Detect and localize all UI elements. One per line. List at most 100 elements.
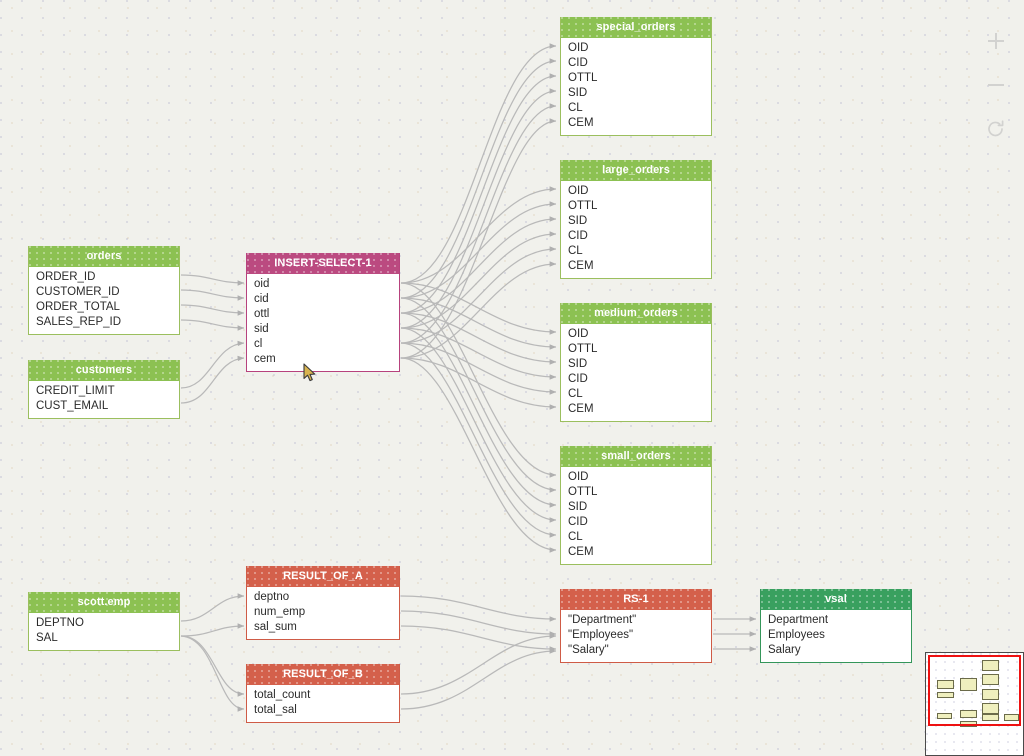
- reset-view-icon[interactable]: [978, 106, 1014, 150]
- minimap-node: [937, 692, 954, 698]
- column-row[interactable]: cem: [254, 353, 276, 365]
- column-row[interactable]: total_sal: [254, 704, 297, 716]
- node-columns-special_orders: OID CID OTTL SID CL CEM: [561, 38, 711, 135]
- column-row[interactable]: ORDER_ID: [36, 271, 96, 283]
- column-row[interactable]: cid: [254, 293, 269, 305]
- column-row[interactable]: SAL: [36, 632, 58, 644]
- column-row[interactable]: ottl: [254, 308, 270, 320]
- column-row[interactable]: oid: [254, 278, 270, 290]
- minimap-background: [926, 653, 1023, 755]
- minimap-node: [1004, 714, 1019, 721]
- column-row[interactable]: CID: [568, 373, 588, 385]
- column-row[interactable]: SID: [568, 358, 588, 370]
- minimap-node: [982, 714, 999, 721]
- column-row[interactable]: cl: [254, 338, 263, 350]
- node-title-large_orders: large_orders: [561, 160, 711, 181]
- node-rs-1[interactable]: RS-1"Department""Employees""Salary": [560, 589, 712, 663]
- column-row[interactable]: CUST_EMAIL: [36, 400, 109, 412]
- column-row[interactable]: OTTL: [568, 486, 598, 498]
- column-row[interactable]: total_count: [254, 689, 311, 701]
- zoom-out-icon[interactable]: [978, 62, 1014, 106]
- column-row[interactable]: CID: [568, 516, 588, 528]
- column-row[interactable]: CEM: [568, 546, 594, 558]
- zoom-in-icon[interactable]: [978, 18, 1014, 62]
- column-row[interactable]: CREDIT_LIMIT: [36, 385, 115, 397]
- minimap-viewport-frame[interactable]: [928, 655, 1021, 726]
- column-row[interactable]: Employees: [768, 629, 825, 641]
- node-columns-result_of_b: total_count total_sal: [247, 685, 399, 722]
- column-row[interactable]: num_emp: [254, 606, 306, 618]
- column-row[interactable]: SID: [568, 501, 588, 513]
- column-row[interactable]: OID: [568, 471, 589, 483]
- column-row[interactable]: SID: [568, 87, 588, 99]
- column-row[interactable]: CL: [568, 388, 583, 400]
- column-row[interactable]: deptno: [254, 591, 290, 603]
- minimap-node: [982, 660, 999, 671]
- minimap-node: [960, 678, 977, 691]
- column-row[interactable]: SALES_REP_ID: [36, 316, 122, 328]
- minimap-node: [982, 703, 999, 714]
- canvas-toolbar: [978, 18, 1014, 150]
- column-row[interactable]: OID: [568, 42, 589, 54]
- column-row[interactable]: Salary: [768, 644, 801, 656]
- column-row[interactable]: CID: [568, 57, 588, 69]
- node-columns-insert-select-1: oid cid ottl sid cl cem: [247, 274, 399, 371]
- column-row[interactable]: CL: [568, 531, 583, 543]
- column-row[interactable]: OTTL: [568, 200, 598, 212]
- column-row[interactable]: CID: [568, 230, 588, 242]
- node-title-small_orders: small_orders: [561, 446, 711, 467]
- node-insert-select-1[interactable]: INSERT-SELECT-1 oid cid ottl sid cl cem: [246, 253, 400, 372]
- node-columns-small_orders: OID OTTL SID CID CL CEM: [561, 467, 711, 564]
- column-row[interactable]: Department: [768, 614, 829, 626]
- column-row[interactable]: CL: [568, 245, 583, 257]
- column-row[interactable]: sal_sum: [254, 621, 297, 633]
- node-title-special_orders: special_orders: [561, 17, 711, 38]
- column-row[interactable]: CEM: [568, 403, 594, 415]
- node-title-orders: orders: [29, 246, 179, 267]
- column-row[interactable]: "Salary": [568, 644, 609, 656]
- minimap-node: [937, 680, 954, 689]
- column-row[interactable]: OTTL: [568, 72, 598, 84]
- column-row[interactable]: SID: [568, 215, 588, 227]
- minimap-node: [982, 674, 999, 685]
- minimap[interactable]: [925, 652, 1024, 756]
- column-row[interactable]: ORDER_TOTAL: [36, 301, 120, 313]
- node-columns-medium_orders: OID OTTL SID CID CL CEM: [561, 324, 711, 421]
- column-row[interactable]: OID: [568, 185, 589, 197]
- column-row[interactable]: CEM: [568, 117, 594, 129]
- node-title-insert-select-1: INSERT-SELECT-1: [247, 253, 399, 274]
- column-row[interactable]: "Department": [568, 614, 637, 626]
- node-title-medium_orders: medium_orders: [561, 303, 711, 324]
- node-result_of_b[interactable]: RESULT_OF_B total_count total_sal: [246, 664, 400, 723]
- node-columns-orders: ORDER_ID CUSTOMER_ID ORDER_TOTAL SALES_REP_…: [29, 267, 179, 334]
- node-title-result_of_a: RESULT_OF_A: [247, 566, 399, 587]
- minimap-node: [960, 710, 977, 718]
- column-row[interactable]: sid: [254, 323, 269, 335]
- column-row[interactable]: DEPTNO: [36, 617, 84, 629]
- minimap-node: [982, 689, 999, 700]
- node-title-vsal: vsal: [761, 589, 911, 610]
- column-row[interactable]: CEM: [568, 260, 594, 272]
- node-columns-customers: CREDIT_LIMIT CUST_EMAIL: [29, 381, 179, 418]
- node-title-customers: customers: [29, 360, 179, 381]
- node-columns-scott_emp: DEPTNO SAL: [29, 613, 179, 650]
- column-row[interactable]: CUSTOMER_ID: [36, 286, 120, 298]
- node-title-result_of_b: RESULT_OF_B: [247, 664, 399, 685]
- column-row[interactable]: "Employees": [568, 629, 634, 641]
- node-columns-large_orders: OID OTTL SID CID CL CEM: [561, 181, 711, 278]
- column-row[interactable]: OTTL: [568, 343, 598, 355]
- column-row[interactable]: OID: [568, 328, 589, 340]
- node-title-scott_emp: scott.emp: [29, 592, 179, 613]
- column-row[interactable]: CL: [568, 102, 583, 114]
